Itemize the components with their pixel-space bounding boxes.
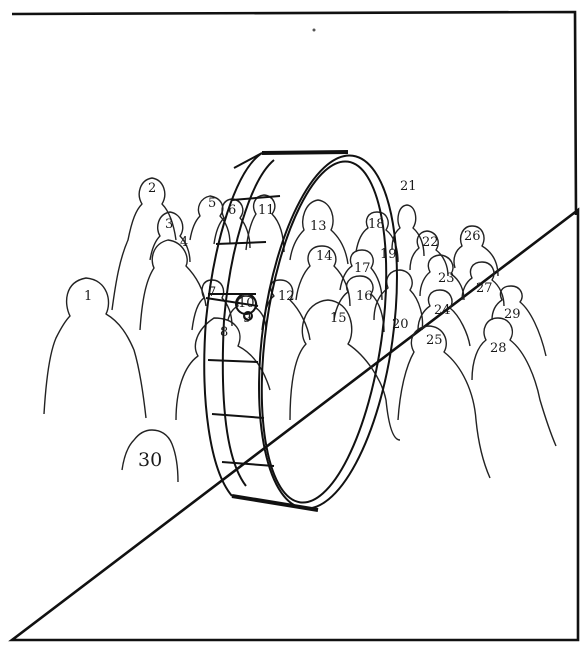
figure-25 — [398, 326, 490, 478]
label-22: 22 — [422, 235, 439, 250]
label-16: 16 — [356, 289, 373, 304]
label-19: 19 — [380, 247, 397, 262]
crowd-silhouettes — [44, 178, 556, 482]
label-10: 10 — [238, 296, 255, 311]
label-9: 9 — [243, 311, 251, 326]
label-21: 21 — [400, 179, 417, 194]
wheel-slat — [208, 360, 258, 362]
label-15: 15 — [330, 311, 347, 326]
figure-2 — [112, 178, 176, 310]
label-17: 17 — [354, 261, 371, 276]
label-20: 20 — [392, 317, 409, 332]
picture-frame — [12, 12, 578, 640]
label-8: 8 — [220, 325, 228, 340]
label-11: 11 — [258, 203, 275, 218]
label-7: 7 — [208, 285, 216, 300]
figure-1 — [44, 278, 146, 418]
speck — [313, 29, 316, 32]
label-13: 13 — [310, 219, 327, 234]
label-2: 2 — [148, 181, 156, 196]
wheel-top-edge — [262, 152, 348, 153]
wheel-slat — [212, 414, 264, 418]
wheel-slat — [216, 242, 266, 244]
label-12: 12 — [278, 289, 295, 304]
label-4: 4 — [180, 235, 188, 250]
label-26: 26 — [464, 229, 481, 244]
label-14: 14 — [316, 249, 333, 264]
label-18: 18 — [368, 217, 385, 232]
label-1: 1 — [84, 289, 92, 304]
wheel-slat — [222, 462, 274, 466]
label-6: 6 — [228, 203, 236, 218]
label-23: 23 — [438, 271, 455, 286]
figure-28 — [472, 318, 556, 446]
label-5: 5 — [208, 196, 216, 211]
label-24: 24 — [434, 303, 451, 318]
wheel-top-edge-2 — [234, 153, 262, 168]
label-25: 25 — [426, 333, 443, 348]
label-27: 27 — [476, 281, 493, 296]
label-30: 30 — [138, 449, 162, 471]
figure-4 — [140, 240, 206, 330]
label-3: 3 — [165, 217, 173, 232]
label-29: 29 — [504, 307, 521, 322]
label-28: 28 — [490, 341, 507, 356]
